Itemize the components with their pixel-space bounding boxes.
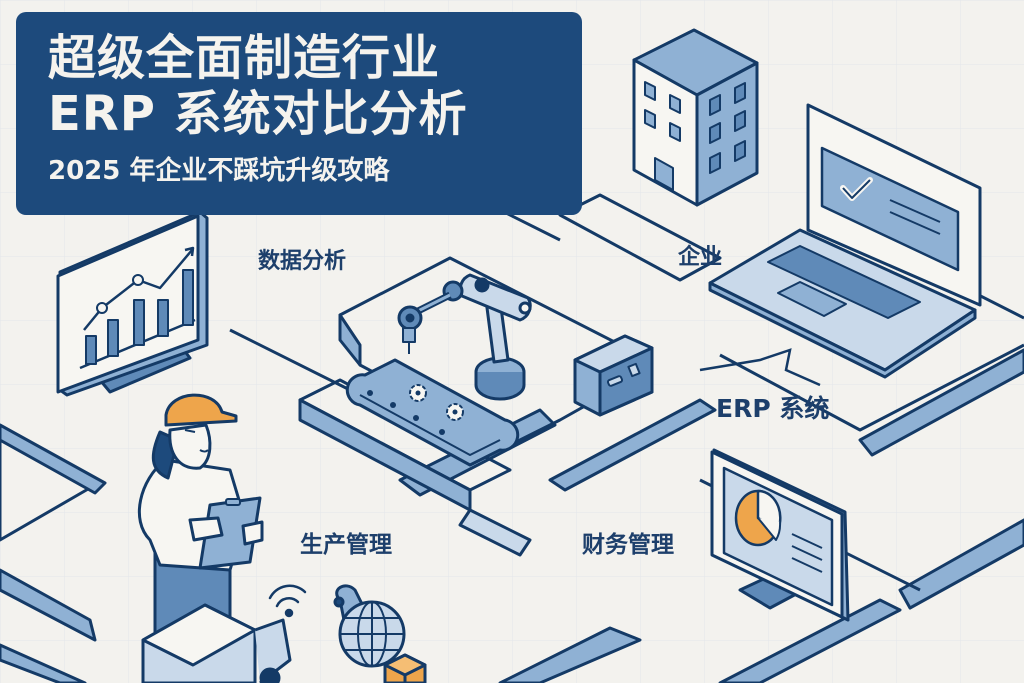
label-production-management: 生产管理 [300,532,392,558]
label-erp-system: ERP 系统 [716,394,830,423]
office-building-icon [632,28,759,207]
subtitle: 2025 年企业不踩坑升级攻略 [48,156,390,186]
conveyor-belt-gears-icon [345,358,520,467]
label-enterprise: 企业 [678,245,723,270]
laptop-checkmark-icon [708,103,982,379]
delivery-truck-icon [141,603,292,683]
label-financial-management: 财务管理 [582,532,674,558]
worker-with-clipboard-icon [137,393,264,642]
control-box-icon [573,334,654,417]
title-line-2: ERP 系统对比分析 [48,86,468,142]
package-box-icon [383,653,427,683]
robot-arm-icon [397,273,532,401]
title-card: 超级全面制造行业 ERP 系统对比分析 2025 年企业不踩坑升级攻略 [16,12,582,215]
pie-chart-monitor-icon [710,448,850,622]
globe-location-pin-icon [333,584,406,668]
label-data-analysis: 数据分析 [258,249,347,274]
title-line-1: 超级全面制造行业 [48,30,441,86]
wifi-signal-icon [268,584,307,618]
callout-pointer [699,348,821,387]
